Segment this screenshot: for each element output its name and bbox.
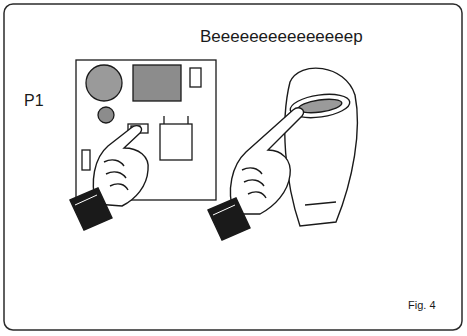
figure-caption: Fig. 4 [408,299,436,311]
sound-text: Beeeeeeeeeeeeeeep [200,28,363,47]
frame [4,4,462,330]
remote-control [285,68,358,226]
hand-on-board [70,126,148,230]
hand-on-remote [208,108,304,240]
button-label: P1 [24,92,44,110]
